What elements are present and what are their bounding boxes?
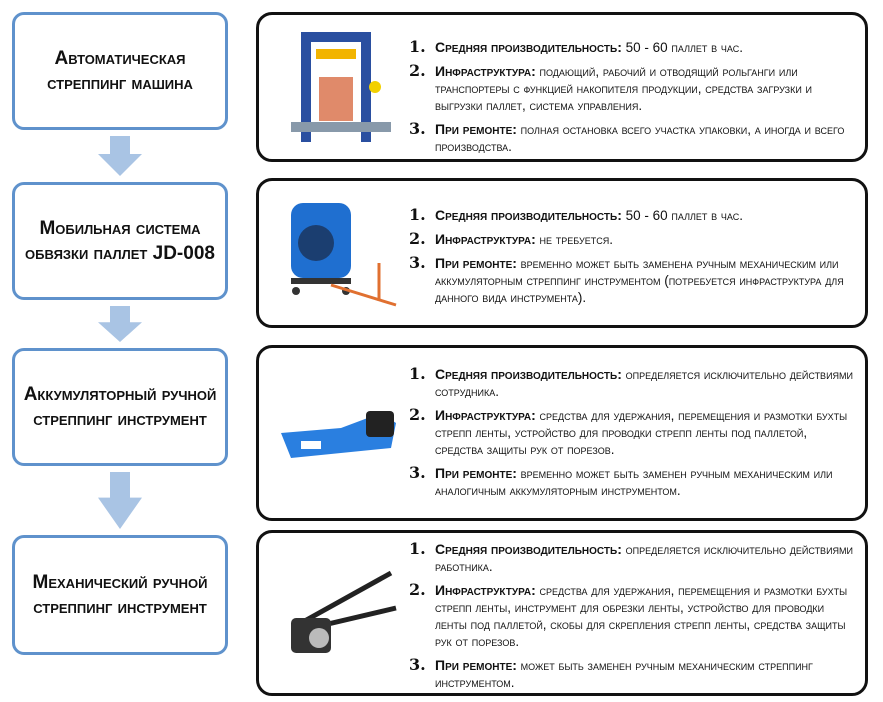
item-label: Средняя производительность:	[435, 541, 622, 557]
item-number: 2.	[409, 61, 426, 80]
item-number: 3.	[409, 119, 426, 138]
item-number: 2.	[409, 580, 426, 599]
stage-title: Мобильная система обвязки паллет JD-008	[25, 218, 215, 264]
equipment-image	[271, 27, 401, 147]
details-list: 1. Средняя производительность: 50 - 60 па…	[409, 37, 855, 162]
item-number: 3.	[409, 655, 426, 674]
details-item: 2. Инфраструктура: не требуется.	[409, 229, 855, 248]
stage-title-box: Автоматическая стреппинг машина	[12, 12, 228, 130]
item-label: Средняя производительность:	[435, 39, 622, 55]
item-text: может быть заменен ручным механическим с…	[435, 658, 813, 690]
stage-title: Механический ручной стреппинг инструмент	[32, 572, 208, 618]
arrow-down-icon	[98, 472, 142, 529]
stage-title-box: Механический ручной стреппинг инструмент	[12, 535, 228, 655]
item-number: 3.	[409, 463, 426, 482]
item-label: При ремонте:	[435, 121, 517, 137]
details-item: 1. Средняя производительность: 50 - 60 па…	[409, 205, 855, 224]
item-label: Инфраструктура:	[435, 231, 536, 247]
item-text: 50 - 60 паллет в час.	[621, 40, 743, 55]
item-number: 3.	[409, 253, 426, 272]
stage-title-box: Мобильная система обвязки паллет JD-008	[12, 182, 228, 300]
details-item: 2. Инфраструктура: подающий, рабочий и от…	[409, 61, 855, 114]
details-item: 2. Инфраструктура: средства для удержания…	[409, 405, 855, 458]
stage-details-box: 1. Средняя производительность: определяет…	[256, 530, 868, 696]
details-list: 1. Средняя производительность: определяет…	[409, 364, 855, 506]
item-text: 50 - 60 паллет в час.	[621, 208, 743, 223]
item-label: Инфраструктура:	[435, 582, 536, 598]
item-number: 2.	[409, 229, 426, 248]
equipment-image	[271, 373, 401, 493]
item-text: полная остановка всего участка упаковки,…	[435, 122, 845, 154]
equipment-image	[271, 553, 401, 673]
details-item: 3. При ремонте: полная остановка всего уч…	[409, 119, 855, 155]
stage-details-box: 1. Средняя производительность: 50 - 60 па…	[256, 12, 868, 162]
details-item: 2. Инфраструктура: средства для удержания…	[409, 580, 855, 650]
details-item: 1. Средняя производительность: определяет…	[409, 364, 855, 400]
stage-title: Аккумуляторный ручной стреппинг инструме…	[23, 384, 217, 430]
details-item: 1. Средняя производительность: определяет…	[409, 539, 855, 575]
item-text: определяется исключительно действиями ра…	[435, 542, 853, 574]
item-text: временно может быть заменен ручным механ…	[435, 466, 833, 498]
item-label: При ремонте:	[435, 657, 517, 673]
details-item: 1. Средняя производительность: 50 - 60 па…	[409, 37, 855, 56]
stage-details-box: 1. Средняя производительность: 50 - 60 па…	[256, 178, 868, 328]
item-number: 2.	[409, 405, 426, 424]
item-text: определяется исключительно действиями со…	[435, 367, 853, 399]
item-label: Инфраструктура:	[435, 407, 536, 423]
stage-details-box: 1. Средняя производительность: определяет…	[256, 345, 868, 521]
details-list: 1. Средняя производительность: определяет…	[409, 539, 855, 698]
item-number: 1.	[409, 37, 426, 56]
details-list: 1. Средняя производительность: 50 - 60 па…	[409, 205, 855, 313]
item-label: Средняя производительность:	[435, 207, 622, 223]
item-number: 1.	[409, 205, 426, 224]
details-item: 3. При ремонте: временно может быть замен…	[409, 253, 855, 306]
item-text: средства для удержания, перемещения и ра…	[435, 583, 848, 649]
stage-title: Автоматическая стреппинг машина	[47, 48, 193, 94]
item-number: 1.	[409, 539, 426, 558]
item-label: При ремонте:	[435, 465, 517, 481]
item-number: 1.	[409, 364, 426, 383]
item-text: не требуется.	[535, 232, 613, 247]
arrow-down-icon	[98, 306, 142, 342]
item-text: средства для удержания, перемещения и ра…	[435, 408, 848, 457]
item-label: Средняя производительность:	[435, 366, 622, 382]
details-item: 3. При ремонте: временно может быть замен…	[409, 463, 855, 499]
equipment-image	[271, 193, 401, 313]
arrow-down-icon	[98, 136, 142, 176]
item-text: временно может быть заменена ручным меха…	[435, 256, 844, 305]
item-label: При ремонте:	[435, 255, 517, 271]
stage-title-box: Аккумуляторный ручной стреппинг инструме…	[12, 348, 228, 466]
details-item: 3. При ремонте: может быть заменен ручным…	[409, 655, 855, 691]
item-text: подающий, рабочий и отводящий рольганги …	[435, 64, 813, 113]
item-label: Инфраструктура:	[435, 63, 536, 79]
